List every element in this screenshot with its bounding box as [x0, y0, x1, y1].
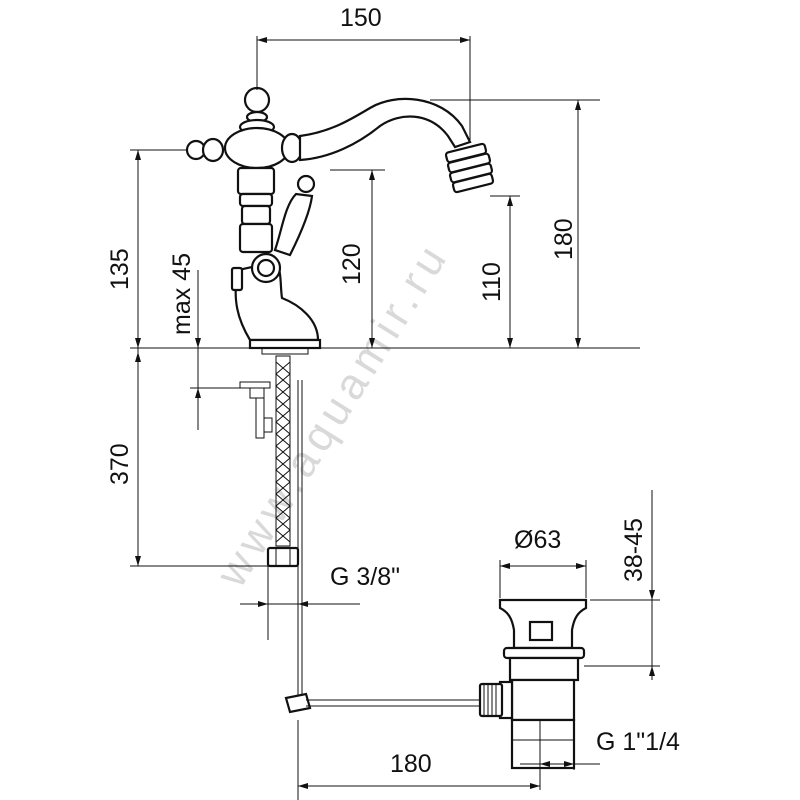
dim-height-lever: 135: [106, 248, 134, 290]
dim-drain-depth: 38-45: [620, 518, 648, 582]
feed-hose: [239, 355, 300, 568]
dim-hose-thread: G 3/8": [330, 563, 400, 591]
faucet-body: [185, 86, 495, 355]
drain-assembly: [284, 380, 588, 770]
dim-max-deck: max 45: [168, 253, 196, 335]
dim-height-spout: 120: [338, 243, 366, 285]
dim-height-outlet: 110: [478, 262, 506, 302]
dim-drain-thread: G 1"1/4: [596, 728, 680, 756]
dim-height-total: 180: [550, 218, 578, 260]
dimension-lines: [130, 36, 660, 800]
dim-rod-length: 180: [390, 750, 432, 778]
dim-hose-length: 370: [106, 443, 134, 485]
dim-drain-diameter: Ø63: [514, 526, 561, 554]
dim-width-top: 150: [340, 4, 382, 32]
